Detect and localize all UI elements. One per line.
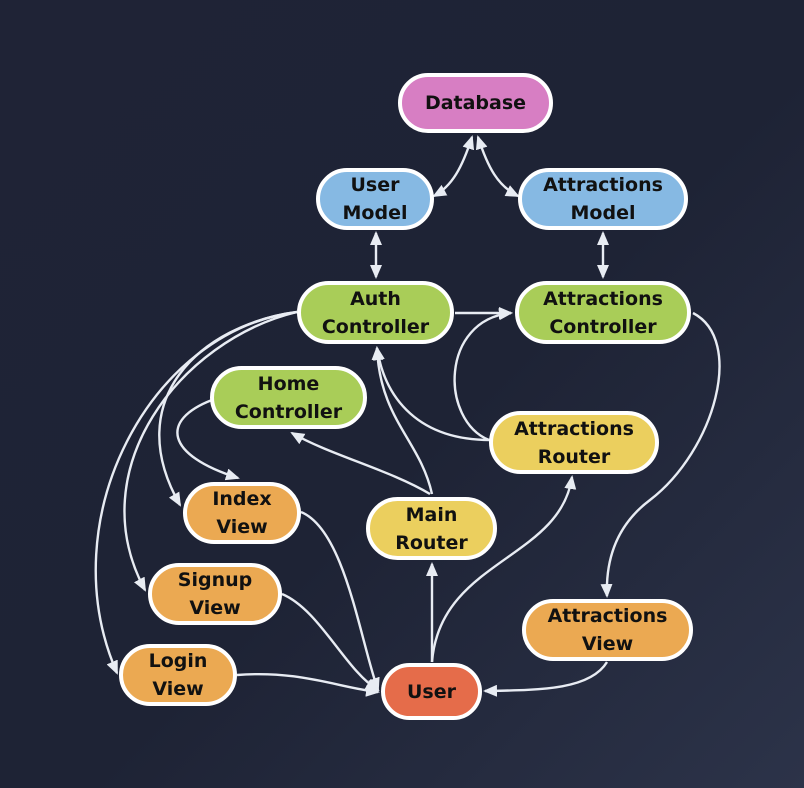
node-database[interactable]: Database — [398, 73, 553, 133]
edge-attractionsrouter-to-attractionscontroller — [453, 308, 513, 442]
edge-indexview-to-user — [300, 510, 380, 692]
node-signup-view[interactable]: Signup View — [148, 563, 282, 625]
edge-usermodel-database — [432, 135, 475, 198]
edge-attractionsview-to-user — [483, 661, 609, 697]
node-user[interactable]: User — [381, 663, 482, 720]
edge-mainrouter-to-authcontroller — [371, 346, 434, 495]
edge-auth-to-signupview — [123, 310, 298, 592]
edge-attractionscontroller-to-attractionsview — [600, 311, 721, 598]
edge-loginview-to-user — [236, 672, 380, 697]
edge-attractionsrouter-to-authcontroller — [372, 346, 491, 442]
node-user-model[interactable]: User Model — [316, 168, 434, 230]
node-attractions-controller[interactable]: Attractions Controller — [515, 281, 691, 344]
node-attractions-view[interactable]: Attractions View — [522, 599, 693, 661]
node-attractions-model[interactable]: Attractions Model — [518, 168, 688, 230]
node-index-view[interactable]: Index View — [183, 482, 301, 544]
edge-mainrouter-to-homecontroller — [290, 431, 431, 496]
node-attractions-router[interactable]: Attractions Router — [489, 411, 659, 474]
edge-user-to-attractionsrouter — [430, 475, 577, 663]
edge-auth-to-loginview — [94, 310, 298, 675]
node-auth-controller[interactable]: Auth Controller — [297, 281, 454, 344]
edge-signupview-to-user — [281, 592, 380, 692]
node-main-router[interactable]: Main Router — [366, 497, 497, 560]
edge-attractionsmodel-database — [475, 135, 520, 198]
node-login-view[interactable]: Login View — [119, 644, 237, 706]
node-home-controller[interactable]: Home Controller — [210, 366, 367, 429]
edge-homecontroller-to-indexview — [176, 398, 240, 481]
